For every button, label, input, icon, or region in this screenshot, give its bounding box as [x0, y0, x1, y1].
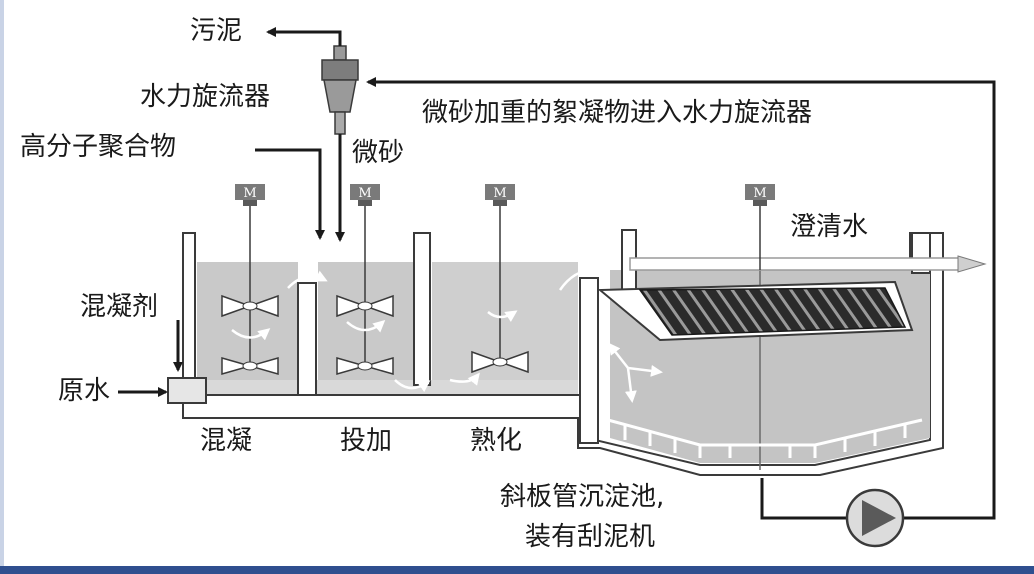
flow-arrow-icon: [231, 263, 663, 403]
flow-lines: [118, 27, 996, 520]
svg-text:M: M: [493, 186, 506, 201]
label-microsand: 微砂: [352, 138, 405, 168]
label-sludge: 污泥: [190, 16, 243, 46]
mixer-dosing: M: [336, 184, 394, 375]
sludge-return-line-2: [366, 77, 996, 520]
inlet-pipe: [167, 377, 207, 404]
label-coagulant: 混凝剂: [80, 292, 159, 322]
bottom-channel-water: [197, 380, 578, 394]
clear-water-outlet: [629, 255, 987, 273]
svg-text:M: M: [358, 186, 371, 201]
settler-scraper-drive: M: [745, 184, 775, 270]
motor-icon: [745, 184, 775, 200]
motor-icon: [350, 184, 380, 200]
label-settler-line1: 斜板管沉淀池,: [500, 482, 665, 512]
label-hydrocyclone: 水力旋流器: [140, 82, 271, 112]
label-settler-line2: 装有刮泥机: [525, 522, 656, 552]
mixer-maturation: M: [471, 184, 529, 374]
label-polymer: 高分子聚合物: [20, 132, 177, 162]
label-raw-water: 原水: [58, 376, 111, 406]
bottom-accent-bar: [0, 566, 1034, 574]
pump-icon: [845, 488, 905, 548]
mixer-coagulation: M: [221, 184, 279, 375]
motor-icon: [485, 184, 515, 200]
label-return-flow: 微砂加重的絮凝物进入水力旋流器: [422, 98, 813, 128]
sludge-return-line-1: [760, 478, 846, 520]
partition-wall-1: [297, 282, 317, 396]
partition-wall-3: [579, 277, 599, 444]
inclined-plate-pack-icon: [638, 287, 907, 336]
hydrocyclone-icon: [321, 45, 359, 135]
maturation-tank-water: [432, 262, 578, 392]
label-zone-coagulation: 混凝: [200, 426, 253, 456]
scraper-rail: [607, 418, 923, 447]
sludge-outlet-line: [266, 27, 342, 46]
partition-wall-2: [413, 232, 431, 386]
label-clear-water: 澄清水: [790, 212, 869, 242]
motor-icon: [235, 184, 265, 200]
polymer-feed-line: [255, 148, 325, 240]
label-zone-maturation: 熟化: [470, 426, 523, 456]
left-frame-bar: [0, 0, 4, 566]
label-zone-dosing: 投加: [340, 426, 393, 456]
svg-text:M: M: [753, 186, 766, 201]
svg-text:M: M: [243, 186, 256, 201]
coagulation-tank-water: [197, 262, 298, 380]
scraper-blades: [623, 424, 907, 458]
